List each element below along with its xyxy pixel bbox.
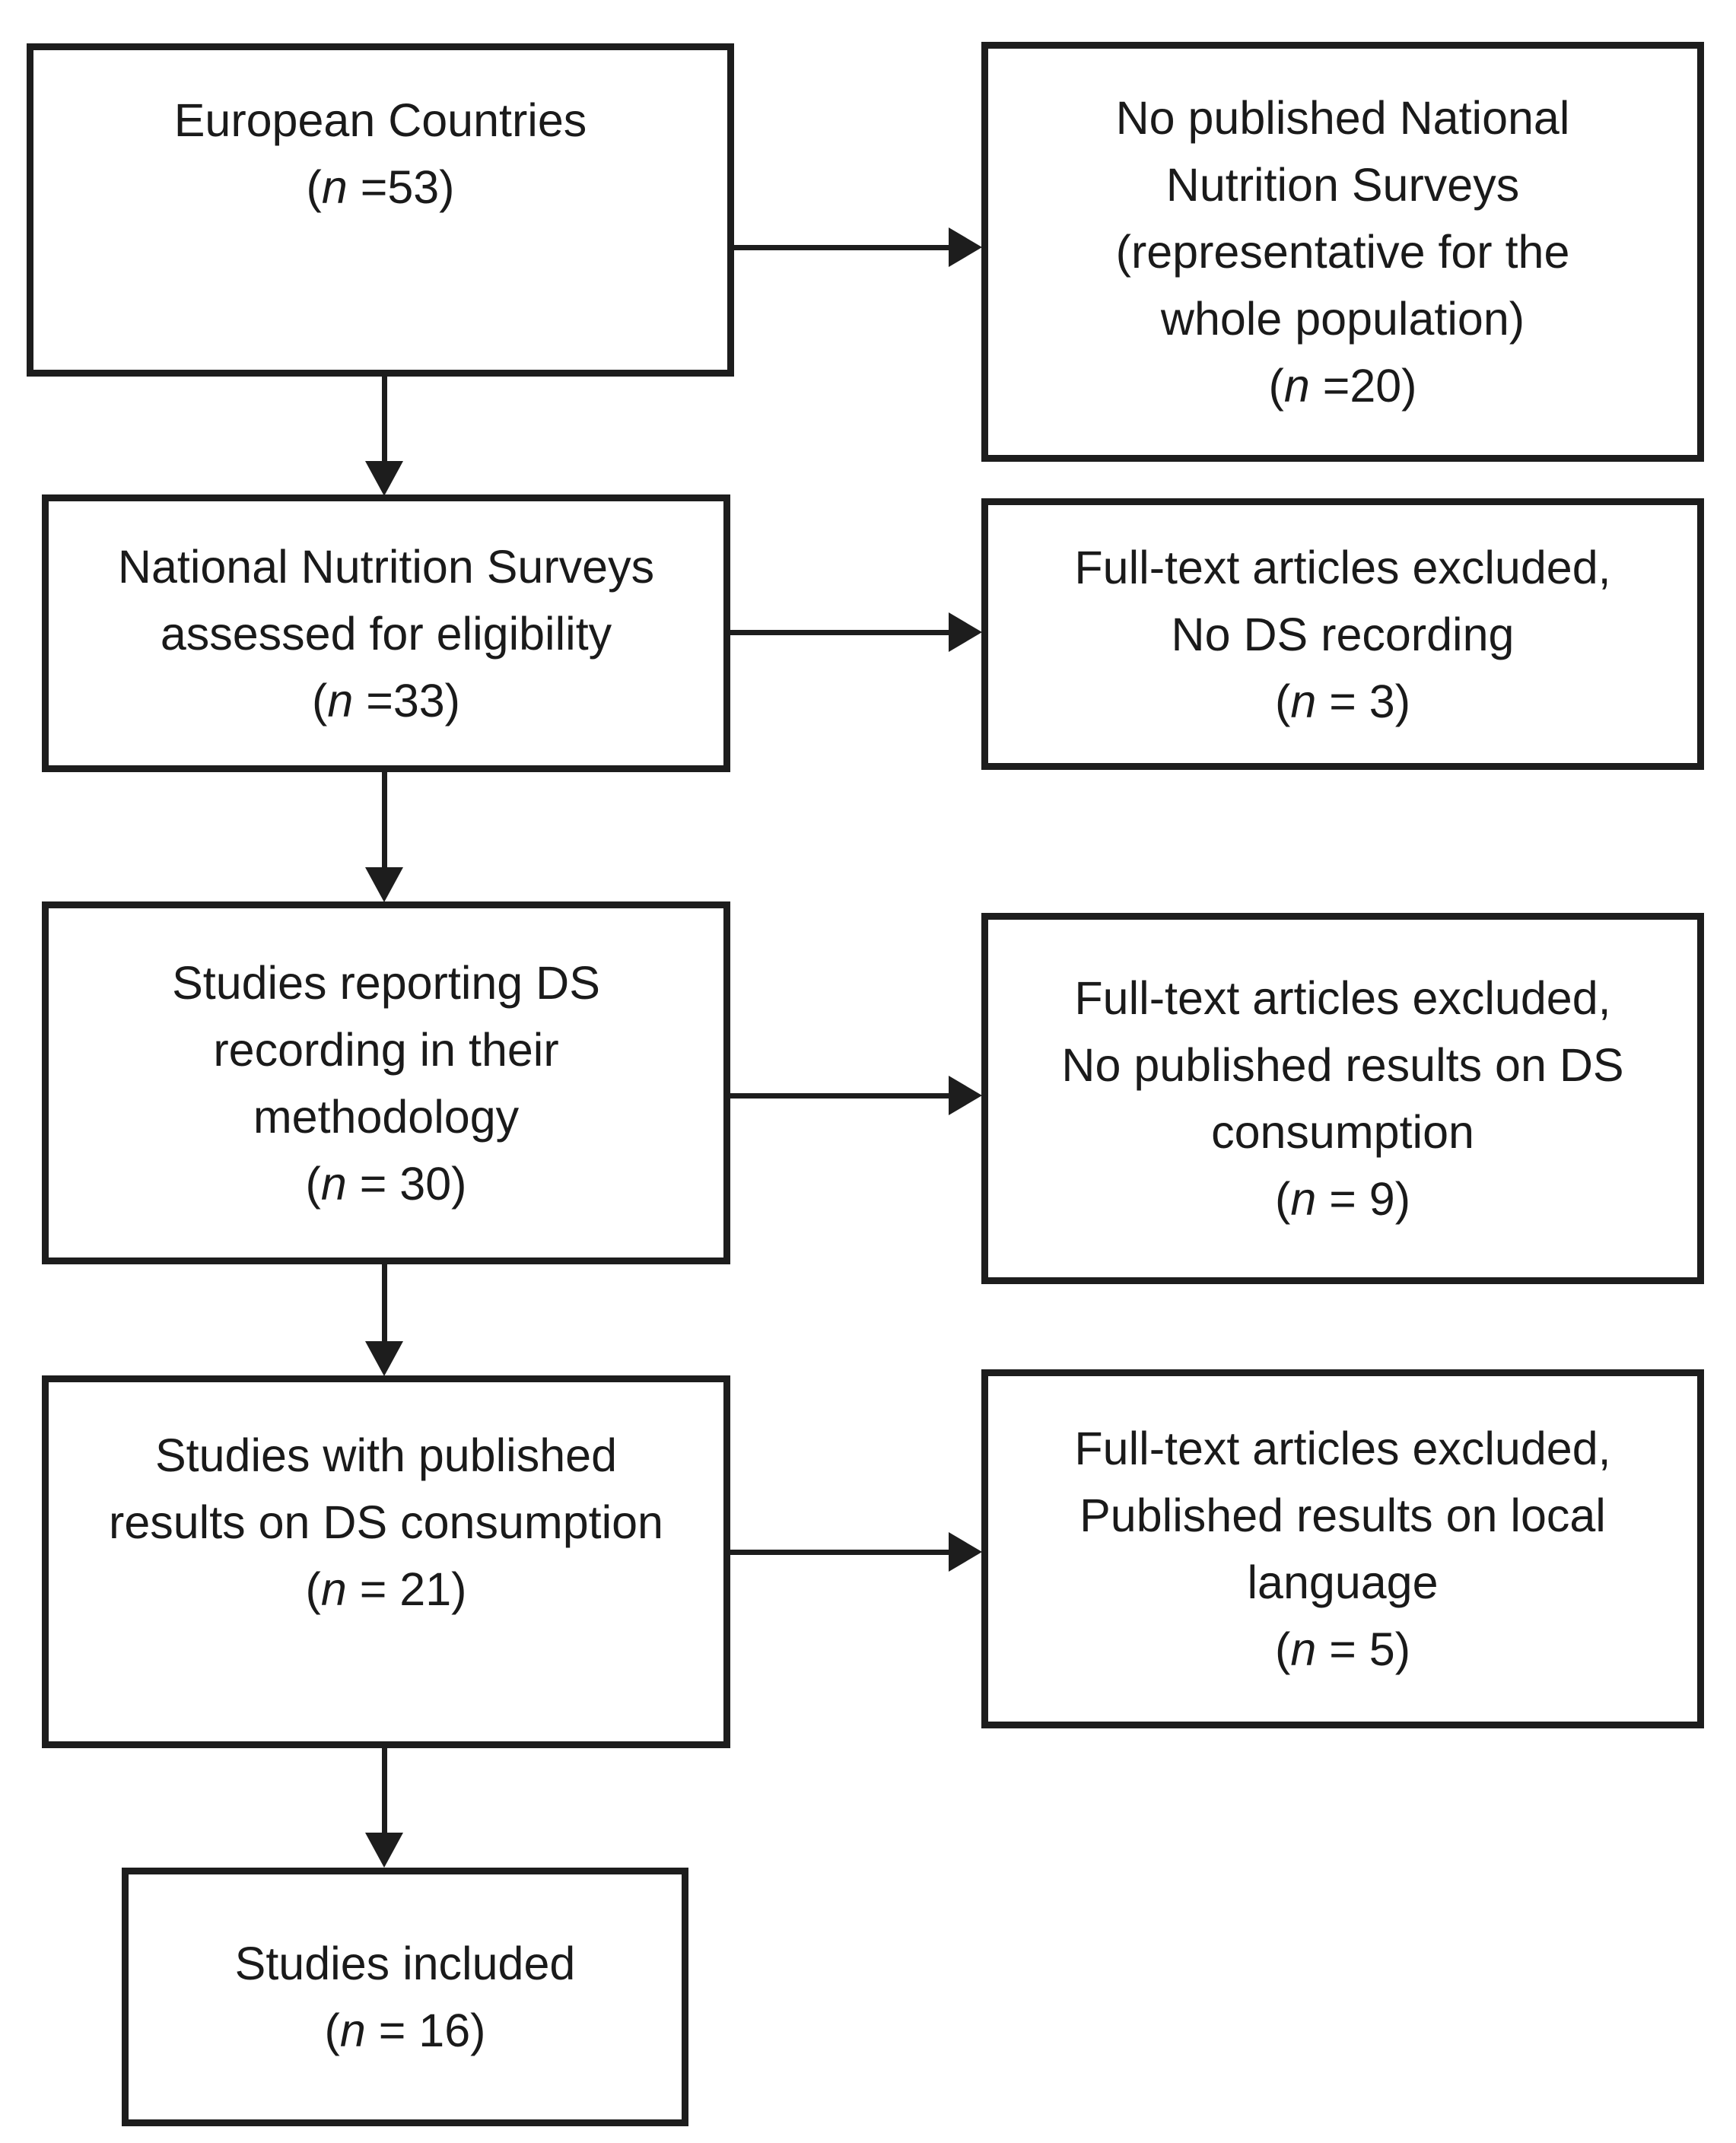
box-text-line: methodology [253,1090,520,1143]
box-text-line: Nutrition Surveys [1165,159,1520,211]
count-n: n [1283,360,1310,412]
arrow-line-to-studies-included [382,1748,387,1833]
box-text-line: (representative for the [1115,226,1570,278]
box-text-line: Full-text articles excluded, [1074,541,1611,593]
box-text-line: whole population) [1160,293,1525,345]
count-rest: = 30) [346,1157,467,1210]
count-prefix: ( [324,2005,340,2056]
box-text-line: European Countries [173,94,587,146]
count-prefix: ( [305,1563,321,1615]
box-text-line: No published results on DS [1061,1039,1624,1091]
box-reporting-ds: Studies reporting DS recording in their … [42,901,730,1264]
box-text-line: consumption [1211,1106,1474,1158]
box-count-line: (n = 21) [306,1556,467,1623]
box-european-countries: European Countries (n =53) [27,43,734,377]
box-text-line: Studies with published [155,1429,617,1481]
count-n: n [320,1157,347,1210]
box-text-line: Full-text articles excluded, [1074,972,1611,1024]
arrowhead-to-reporting-ds [365,867,403,902]
arrow-line-to-excluded-no-ds-recording [729,630,949,635]
count-prefix: ( [311,674,328,727]
box-excluded-local-language: Full-text articles excluded, Published r… [981,1369,1704,1728]
count-n: n [320,1563,347,1615]
arrow-line-to-assessed-eligibility [382,377,387,462]
box-text-line: assessed for eligibility [160,607,612,660]
arrow-line-to-reporting-ds [382,772,387,868]
count-rest: = 21) [346,1563,467,1615]
box-text-line: results on DS consumption [109,1496,663,1548]
arrowhead-to-assessed-eligibility [365,461,403,496]
count-n: n [339,2005,366,2056]
count-prefix: ( [1274,1173,1291,1225]
box-text-line: National Nutrition Surveys [117,540,655,593]
count-n: n [327,674,354,727]
box-text-line: No DS recording [1171,608,1515,660]
box-text-line: recording in their [213,1023,559,1076]
arrow-line-to-excluded-no-published-results [729,1093,949,1099]
count-n: n [1290,1623,1317,1675]
count-rest: =20) [1309,360,1417,412]
box-text-line: Studies reporting DS [172,956,600,1009]
arrow-line-to-published-results [382,1264,387,1342]
count-n: n [1290,1173,1317,1225]
box-no-published-surveys: No published National Nutrition Surveys … [981,42,1704,462]
box-count-line: (n =33) [312,667,460,734]
box-count-line: (n = 30) [306,1150,467,1217]
box-count-line: (n =20) [1268,352,1416,419]
box-count-line: (n = 9) [1275,1165,1410,1232]
arrow-line-to-excluded-local-language [729,1550,949,1555]
arrow-line-to-no-published-surveys [729,245,949,250]
box-text-line: Full-text articles excluded, [1074,1423,1611,1474]
count-rest: =53) [347,161,455,213]
arrowhead-to-excluded-local-language [949,1532,982,1572]
arrowhead-to-excluded-no-ds-recording [949,612,982,652]
box-count-line: (n = 3) [1275,668,1410,735]
box-excluded-no-ds-recording: Full-text articles excluded, No DS recor… [981,498,1704,770]
arrowhead-to-published-results [365,1341,403,1376]
count-prefix: ( [1268,360,1284,412]
box-studies-included: Studies included (n = 16) [122,1868,688,2126]
box-text-line: language [1247,1556,1439,1608]
count-rest: =33) [353,674,460,727]
box-count-line: (n = 5) [1275,1616,1410,1683]
arrowhead-to-no-published-surveys [949,227,982,267]
box-text-line: No published National [1115,92,1570,144]
count-n: n [1290,675,1317,727]
count-n: n [321,161,348,213]
count-prefix: ( [306,161,322,213]
box-text-line: Studies included [234,1938,576,1989]
box-count-line: (n = 16) [325,1997,486,2064]
box-text-line: Published results on local [1079,1490,1606,1541]
count-prefix: ( [1274,1623,1291,1675]
arrowhead-to-studies-included [365,1833,403,1868]
count-prefix: ( [305,1157,321,1210]
count-rest: = 9) [1316,1173,1411,1225]
box-assessed-eligibility: National Nutrition Surveys assessed for … [42,494,730,772]
box-published-results: Studies with published results on DS con… [42,1375,730,1748]
count-rest: = 5) [1316,1623,1411,1675]
arrowhead-to-excluded-no-published-results [949,1076,982,1115]
count-rest: = 16) [365,2005,486,2056]
count-prefix: ( [1274,675,1291,727]
box-excluded-no-published-results: Full-text articles excluded, No publishe… [981,913,1704,1284]
count-rest: = 3) [1316,675,1411,727]
box-count-line: (n =53) [306,154,454,221]
